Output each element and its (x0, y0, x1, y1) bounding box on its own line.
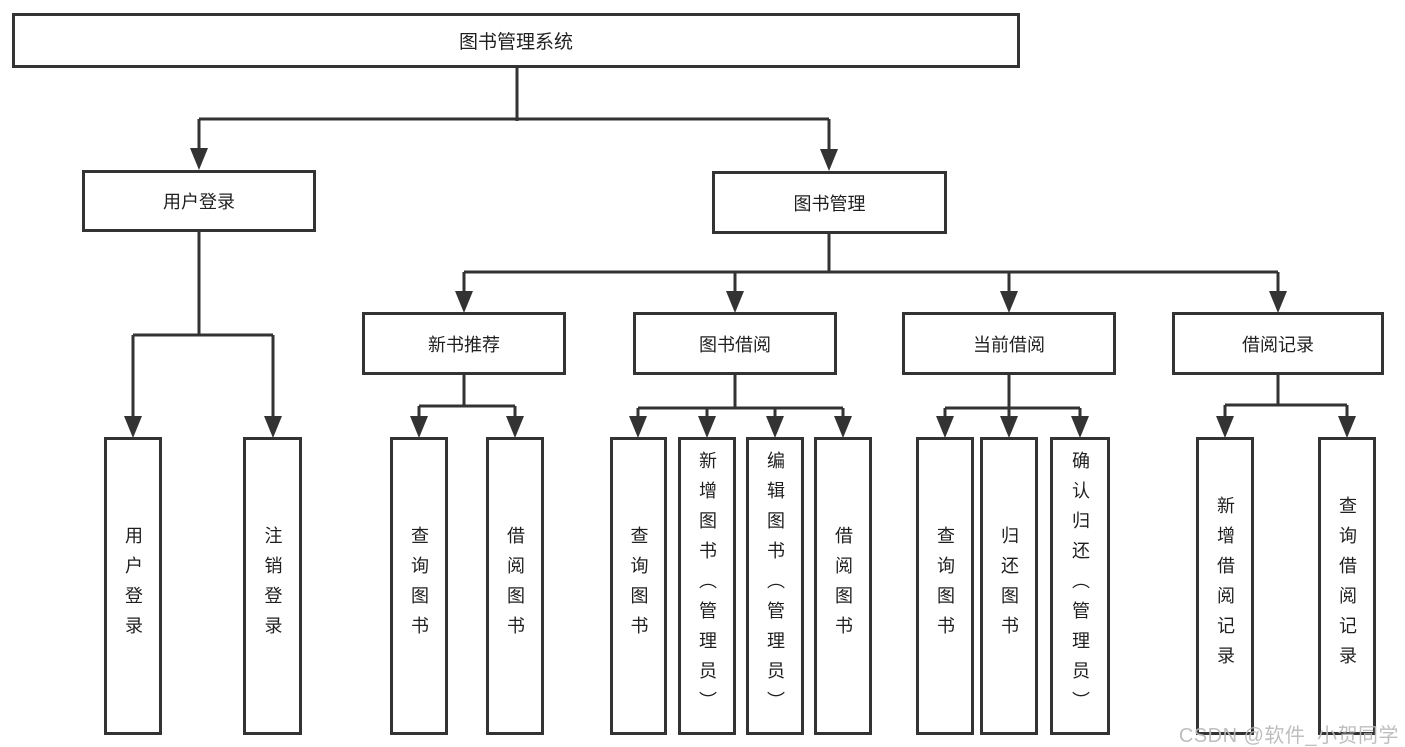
leaf-query-borrow-record-label: 查询借阅记录 (1337, 496, 1357, 676)
node-new-book-recommend-label: 新书推荐 (428, 334, 500, 355)
node-current-borrow-label: 当前借阅 (973, 334, 1045, 355)
node-book-management: 图书管理 (712, 171, 947, 234)
arrowhead-icon (834, 416, 852, 438)
arrowhead-icon (1071, 416, 1089, 438)
leaf-user-login: 用户登录 (104, 437, 162, 735)
arrowhead-icon (936, 416, 954, 438)
leaf-add-books-admin-label: 新增图书（管理员） (697, 451, 717, 721)
leaf-add-borrow-record: 新增借阅记录 (1196, 437, 1254, 735)
leaf-query-borrow-record: 查询借阅记录 (1318, 437, 1376, 735)
arrowhead-icon (455, 291, 473, 313)
leaf-query-books-2: 查询图书 (610, 437, 667, 735)
leaf-user-login-label: 用户登录 (123, 526, 143, 646)
leaf-confirm-return-admin-label: 确认归还（管理员） (1070, 451, 1090, 721)
arrowhead-icon (264, 416, 282, 438)
arrowhead-icon (1216, 416, 1234, 438)
arrowhead-icon (190, 148, 208, 170)
arrowhead-icon (766, 416, 784, 438)
arrowhead-icon (506, 416, 524, 438)
node-borrow-records: 借阅记录 (1172, 312, 1384, 375)
leaf-borrow-books-1: 借阅图书 (486, 437, 544, 735)
arrowhead-icon (1269, 291, 1287, 313)
leaf-return-books: 归还图书 (980, 437, 1038, 735)
node-book-borrow: 图书借阅 (633, 312, 837, 375)
leaf-query-books-1: 查询图书 (390, 437, 448, 735)
node-user-login: 用户登录 (82, 170, 316, 232)
leaf-query-books-3-label: 查询图书 (935, 526, 955, 646)
arrowhead-icon (820, 149, 838, 171)
leaf-logout: 注销登录 (243, 437, 302, 735)
leaf-borrow-books-2: 借阅图书 (814, 437, 872, 735)
node-root: 图书管理系统 (12, 13, 1020, 68)
node-user-login-label: 用户登录 (163, 192, 235, 212)
arrowhead-icon (629, 416, 647, 438)
connector-path (131, 68, 1349, 420)
node-book-management-label: 图书管理 (793, 193, 866, 214)
leaf-logout-label: 注销登录 (262, 526, 283, 646)
node-current-borrow: 当前借阅 (902, 312, 1116, 375)
leaf-add-books-admin: 新增图书（管理员） (678, 437, 736, 735)
node-borrow-records-label: 借阅记录 (1242, 334, 1314, 355)
arrowhead-icon (698, 416, 716, 438)
leaf-query-books-2-label: 查询图书 (628, 526, 649, 646)
leaf-add-borrow-record-label: 新增借阅记录 (1215, 496, 1235, 676)
leaf-query-books-3: 查询图书 (916, 437, 974, 735)
watermark: CSDN @软件_小贺同学 (1178, 725, 1399, 747)
leaf-edit-books-admin-label: 编辑图书（管理员） (765, 451, 785, 721)
leaf-confirm-return-admin: 确认归还（管理员） (1050, 437, 1110, 735)
node-new-book-recommend: 新书推荐 (362, 312, 566, 375)
arrowhead-icon (1338, 416, 1356, 438)
leaf-edit-books-admin: 编辑图书（管理员） (746, 437, 804, 735)
leaf-return-books-label: 归还图书 (999, 526, 1019, 646)
arrowhead-icon (726, 291, 744, 313)
arrowhead-icon (1000, 291, 1018, 313)
arrowhead-icon (124, 416, 142, 438)
node-book-borrow-label: 图书借阅 (699, 334, 771, 355)
node-root-label: 图书管理系统 (458, 32, 573, 53)
arrowhead-icon (1000, 416, 1018, 438)
leaf-borrow-books-1-label: 借阅图书 (505, 526, 525, 646)
arrowhead-icon (410, 416, 428, 438)
leaf-query-books-1-label: 查询图书 (409, 526, 429, 646)
leaf-borrow-books-2-label: 借阅图书 (833, 526, 853, 646)
